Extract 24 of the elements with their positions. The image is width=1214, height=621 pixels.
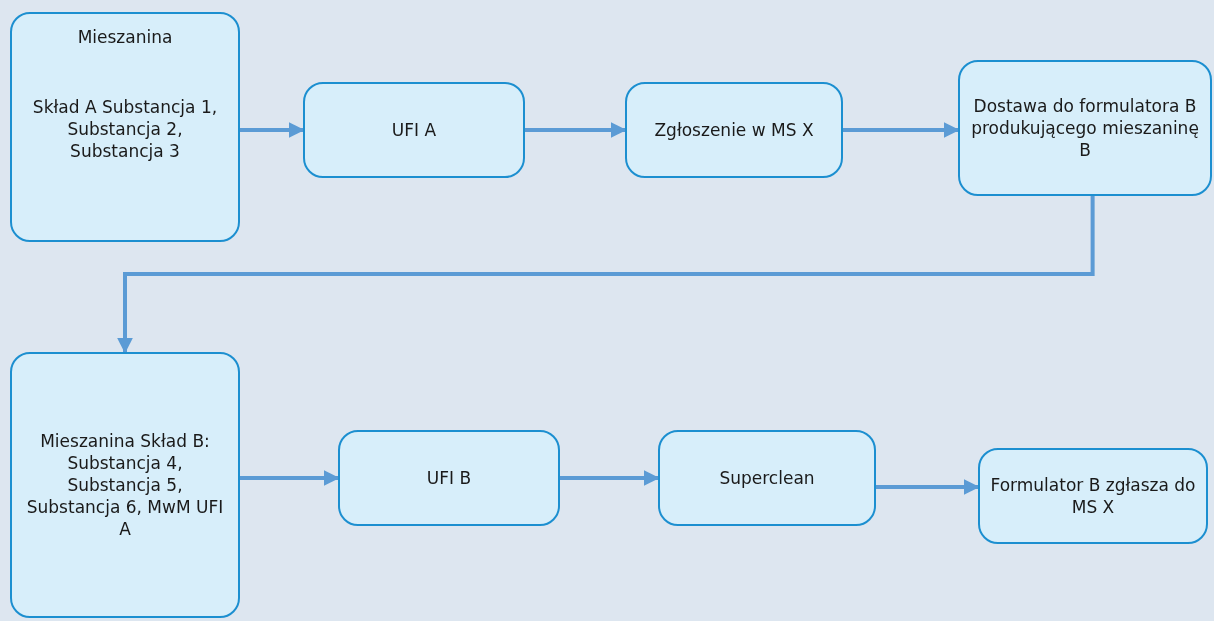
process-box (10, 12, 240, 242)
arrow (843, 122, 960, 138)
process-box (658, 430, 876, 526)
box-text: Superclean (719, 466, 815, 490)
process-box (978, 448, 1208, 544)
box-text: UFI A (391, 118, 437, 142)
box-text: Dostawa do formulatora B produkującego mieszaninę B (970, 94, 1200, 162)
process-box (303, 82, 525, 178)
arrow (240, 470, 340, 486)
process-box (338, 430, 560, 526)
process-box (10, 352, 240, 618)
box-text: Skład A Substancja 1, Substancja 2, Substancja 3 (31, 96, 219, 163)
box-text: UFI B (426, 466, 472, 490)
box-text: Formulator B zgłasza do MS X (990, 473, 1196, 519)
arrow (876, 479, 980, 495)
box-text: Mieszanina (77, 26, 173, 49)
arrow (525, 122, 627, 138)
process-box (958, 60, 1212, 196)
box-text: Zgłoszenie w MS X (654, 118, 814, 142)
arrow (240, 122, 305, 138)
arrow (560, 470, 660, 486)
process-box (625, 82, 843, 178)
box-text: Mieszanina Skład B: Substancja 4, Substancja 5, Substancja 6, MwM UFI A (25, 429, 225, 541)
arrow (117, 196, 1095, 354)
